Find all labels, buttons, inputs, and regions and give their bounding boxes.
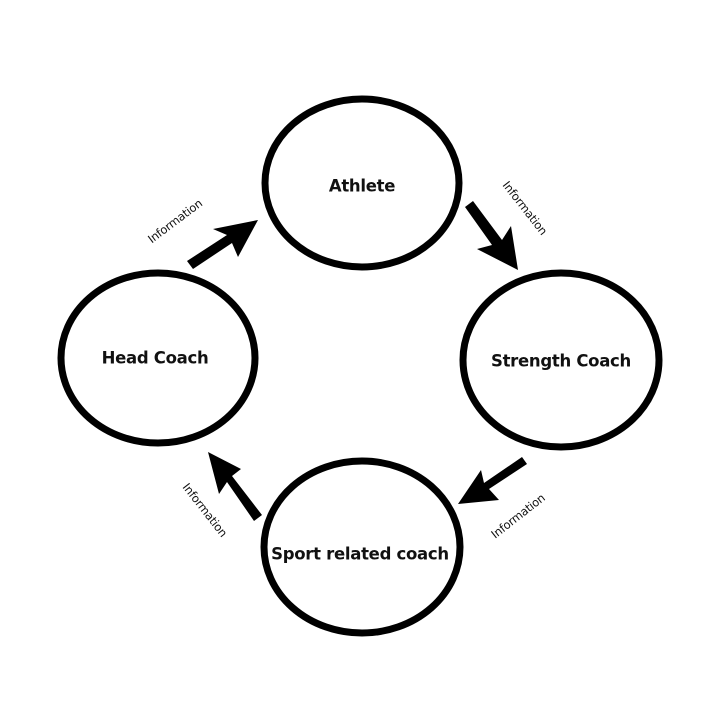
strength-coach-ellipse bbox=[459, 269, 663, 451]
arrow-down-left-icon bbox=[458, 457, 527, 504]
head-coach-ellipse bbox=[57, 269, 259, 447]
edge-label-information: Information bbox=[500, 178, 551, 237]
edge-head-coach-to-athlete: Information bbox=[145, 196, 258, 269]
sport-related-coach-label: Sport related coach bbox=[271, 545, 449, 564]
athlete-ellipse bbox=[261, 95, 463, 271]
arrow-up-left-icon bbox=[208, 452, 262, 521]
node-sport-related-coach: Sport related coach bbox=[260, 457, 464, 637]
edge-athlete-to-strength-coach: Information bbox=[465, 178, 550, 270]
arrow-down-right-icon bbox=[465, 201, 518, 270]
athlete-label: Athlete bbox=[329, 177, 395, 196]
node-athlete: Athlete bbox=[261, 95, 463, 271]
arrow-up-right-icon bbox=[187, 220, 258, 269]
node-head-coach: Head Coach bbox=[57, 269, 259, 447]
strength-coach-label: Strength Coach bbox=[491, 352, 631, 371]
edge-strength-coach-to-sport-coach: Information bbox=[458, 457, 548, 541]
node-strength-coach: Strength Coach bbox=[459, 269, 663, 451]
edge-sport-coach-to-head-coach: Information bbox=[180, 452, 262, 540]
head-coach-label: Head Coach bbox=[102, 349, 209, 368]
sport-related-coach-ellipse bbox=[260, 457, 464, 637]
edge-label-information: Information bbox=[145, 196, 205, 246]
edge-label-information: Information bbox=[180, 480, 231, 539]
